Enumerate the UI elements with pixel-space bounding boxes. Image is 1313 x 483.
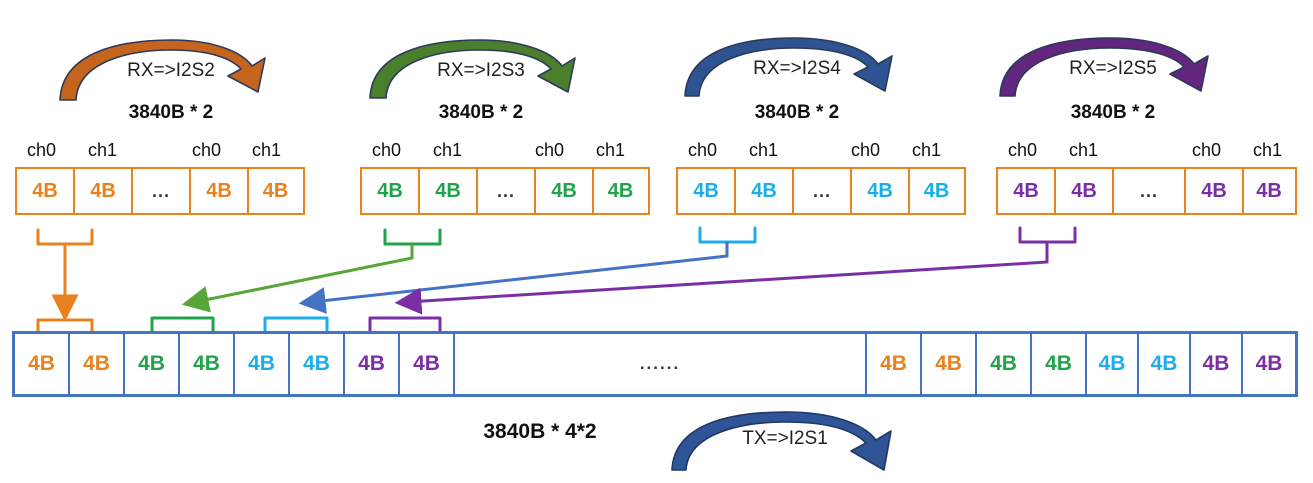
size-label-i2s2: 3840B * 2 xyxy=(128,102,214,123)
ch-label-i2s3-b: ch1 xyxy=(433,140,463,160)
ch-label-i2s4-b: ch1 xyxy=(749,140,779,160)
rx-cell: 4B xyxy=(420,169,478,213)
tx-cell-left-1: 4B xyxy=(15,334,70,394)
rx-cell: 4B xyxy=(923,179,950,202)
size-label-i2s3: 3840B * 2 xyxy=(438,102,524,123)
size-label-i2s5: 3840B * 2 xyxy=(1070,102,1156,123)
size-label-i2s4: 3840B * 2 xyxy=(754,102,840,123)
rx-buffer-i2s4: 4B 4B ... 4B 4B xyxy=(676,167,966,215)
connector-i2s3 xyxy=(181,244,414,313)
ch-label-i2s5-a: ch0 xyxy=(1008,140,1038,160)
rx-buffer-i2s2: 4B 4B ... 4B 4B xyxy=(15,167,305,215)
bracket-rx-i2s5 xyxy=(1018,226,1077,244)
rx-cell: 4B xyxy=(191,169,249,213)
tx-size-label: 3840B * 4*2 xyxy=(483,420,597,443)
arc-label-i2s2: RX=>I2S2 xyxy=(127,60,215,81)
rx-cell: 4B xyxy=(536,169,594,213)
rx-cell-ellipsis: ... xyxy=(1114,169,1186,213)
tx-cell-right-5: 4B xyxy=(1087,334,1139,394)
ch-label-i2s2-c: ch0 xyxy=(192,140,222,160)
tx-cell-right-8: 4B xyxy=(1255,352,1283,375)
rx-cell: 4B xyxy=(262,179,289,202)
rx-cell: 4B xyxy=(17,169,75,213)
arc-label-tx-i2s1: TX=>I2S1 xyxy=(742,428,828,449)
arc-label-i2s5: RX=>I2S5 xyxy=(1069,58,1157,79)
connector-i2s5 xyxy=(394,242,1049,315)
tx-cell-right-2: 4B xyxy=(922,334,977,394)
ch-label-i2s3-c: ch0 xyxy=(535,140,565,160)
tx-cell-right-4: 4B xyxy=(1032,334,1087,394)
tx-cell-left-8: 4B xyxy=(400,334,455,394)
ch-label-i2s2-b: ch1 xyxy=(88,140,118,160)
ch-label-i2s4-d: ch1 xyxy=(912,140,942,160)
tx-cell-right-6: 4B xyxy=(1139,334,1191,394)
tx-cell-left-3: 4B xyxy=(125,334,180,394)
tx-cell-right-7: 4B xyxy=(1191,334,1243,394)
rx-cell: 4B xyxy=(998,169,1056,213)
rx-cell: 4B xyxy=(1186,169,1244,213)
tx-cell-right-3: 4B xyxy=(977,334,1032,394)
rx-buffer-i2s5: 4B 4B ... 4B 4B xyxy=(996,167,1297,215)
ch-label-i2s5-b: ch1 xyxy=(1069,140,1099,160)
ch-label-i2s2-d: ch1 xyxy=(252,140,282,160)
arc-label-i2s3: RX=>I2S3 xyxy=(437,60,525,81)
tx-cell-left-5: 4B xyxy=(235,334,290,394)
arc-label-i2s4: RX=>I2S4 xyxy=(753,58,841,79)
rx-cell-ellipsis: ... xyxy=(794,169,852,213)
tx-cell-left-4: 4B xyxy=(180,334,235,394)
ch-label-i2s3-a: ch0 xyxy=(372,140,402,160)
rx-cell: 4B xyxy=(678,169,736,213)
rx-cell: 4B xyxy=(852,169,910,213)
connector-i2s4 xyxy=(298,242,729,314)
rx-cell: 4B xyxy=(1256,179,1282,202)
rx-buffer-i2s3: 4B 4B ... 4B 4B xyxy=(360,167,650,215)
rx-cell: 4B xyxy=(75,169,133,213)
ch-label-i2s5-d: ch1 xyxy=(1253,140,1283,160)
rx-cell: 4B xyxy=(736,169,794,213)
rx-cell-ellipsis: ... xyxy=(478,169,536,213)
rx-cell-ellipsis: ... xyxy=(133,169,191,213)
tx-cell-left-6: 4B xyxy=(290,334,345,394)
rx-cell: 4B xyxy=(607,179,634,202)
tx-cell-left-7: 4B xyxy=(345,334,400,394)
ch-label-i2s4-a: ch0 xyxy=(688,140,718,160)
tx-buffer: 4B 4B 4B 4B 4B 4B 4B 4B ...... 4B 4B 4B … xyxy=(12,331,1298,397)
ch-label-i2s2-a: ch0 xyxy=(27,140,57,160)
bracket-rx-i2s3 xyxy=(383,228,442,246)
rx-cell: 4B xyxy=(362,169,420,213)
bracket-rx-i2s4 xyxy=(698,226,757,244)
ch-label-i2s3-d: ch1 xyxy=(596,140,626,160)
ch-label-i2s4-c: ch0 xyxy=(851,140,881,160)
bracket-rx-i2s2 xyxy=(36,228,94,246)
tx-cell-left-2: 4B xyxy=(70,334,125,394)
tx-cell-ellipsis: ...... xyxy=(455,334,867,394)
ch-label-i2s5-c: ch0 xyxy=(1192,140,1222,160)
tx-cell-right-1: 4B xyxy=(867,334,922,394)
rx-cell: 4B xyxy=(1056,169,1114,213)
